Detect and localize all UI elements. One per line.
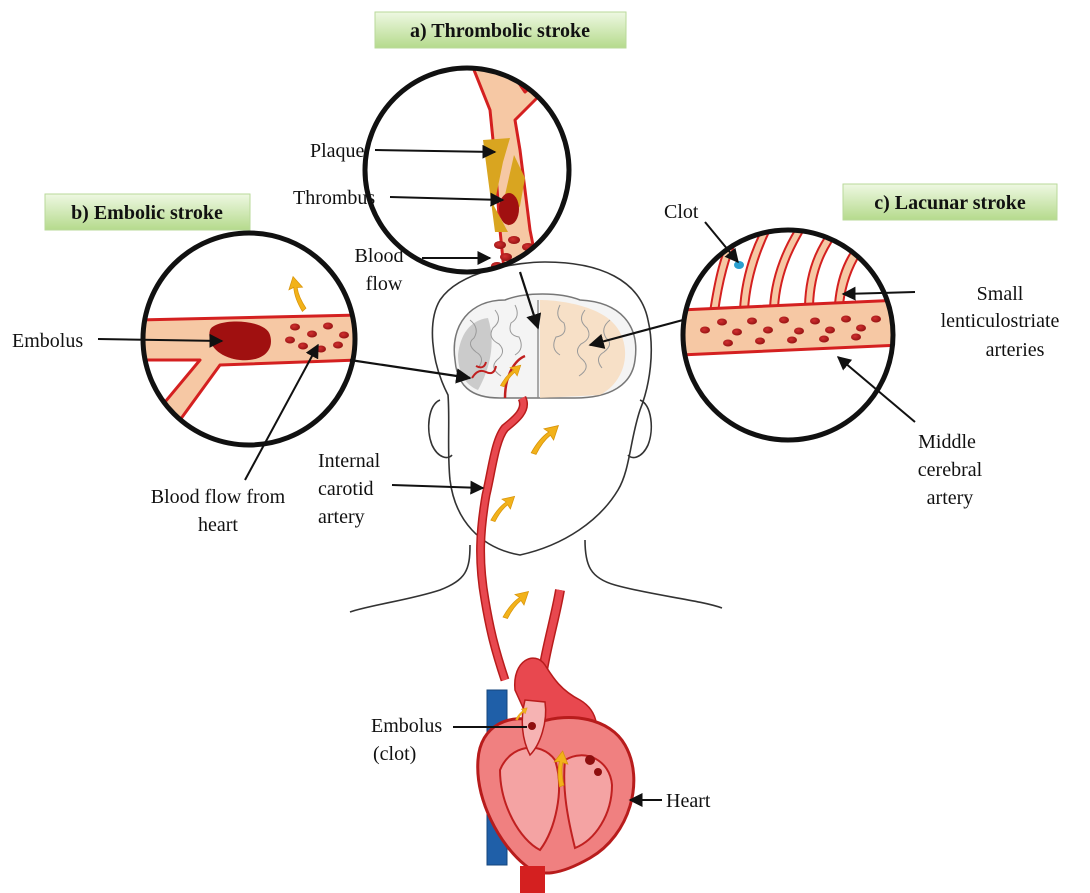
flow-arrow-3 [503, 592, 529, 619]
svg-text:c) Lacunar stroke: c) Lacunar stroke [874, 192, 1026, 214]
label-ica-3: artery [318, 506, 365, 528]
flow-arrow-1 [531, 426, 558, 455]
label-embolus: Embolus [12, 330, 83, 352]
title-embolic: b) Embolic stroke [45, 194, 250, 230]
label-blood-flow-heart-1: Blood flow from [151, 486, 286, 508]
label-mca-2: cerebral [918, 459, 983, 481]
label-ica-2: carotid [318, 478, 374, 500]
svg-text:a) Thrombolic stroke: a) Thrombolic stroke [410, 20, 590, 42]
label-small-3: arteries [986, 339, 1045, 361]
svg-text:b) Embolic stroke: b) Embolic stroke [71, 202, 223, 224]
label-blood-flow-heart-2: heart [198, 514, 238, 536]
heart-illustration [478, 658, 634, 893]
label-small-2: lenticulostriate [941, 310, 1060, 332]
label-clot: Clot [664, 201, 699, 223]
embolic-inset [140, 233, 360, 445]
lacunar-inset [680, 215, 900, 440]
brain [454, 294, 636, 398]
internal-carotid-artery [481, 398, 560, 690]
label-heart: Heart [666, 790, 711, 812]
title-lacunar: c) Lacunar stroke [843, 184, 1057, 220]
label-mca-1: Middle [918, 431, 976, 453]
label-mca-3: artery [927, 487, 974, 509]
label-blood-flow-1: Blood [355, 245, 404, 267]
label-embolus-clot-2: (clot) [373, 743, 416, 765]
label-embolus-clot-1: Embolus [371, 715, 442, 737]
label-blood-flow-2: flow [366, 273, 403, 295]
label-small-1: Small [977, 283, 1024, 305]
label-plaque: Plaque [310, 140, 365, 162]
label-thrombus: Thrombus [293, 187, 375, 209]
title-thrombolic: a) Thrombolic stroke [375, 12, 626, 48]
label-ica-1: Internal [318, 450, 381, 472]
flow-arrow-2 [491, 496, 515, 521]
